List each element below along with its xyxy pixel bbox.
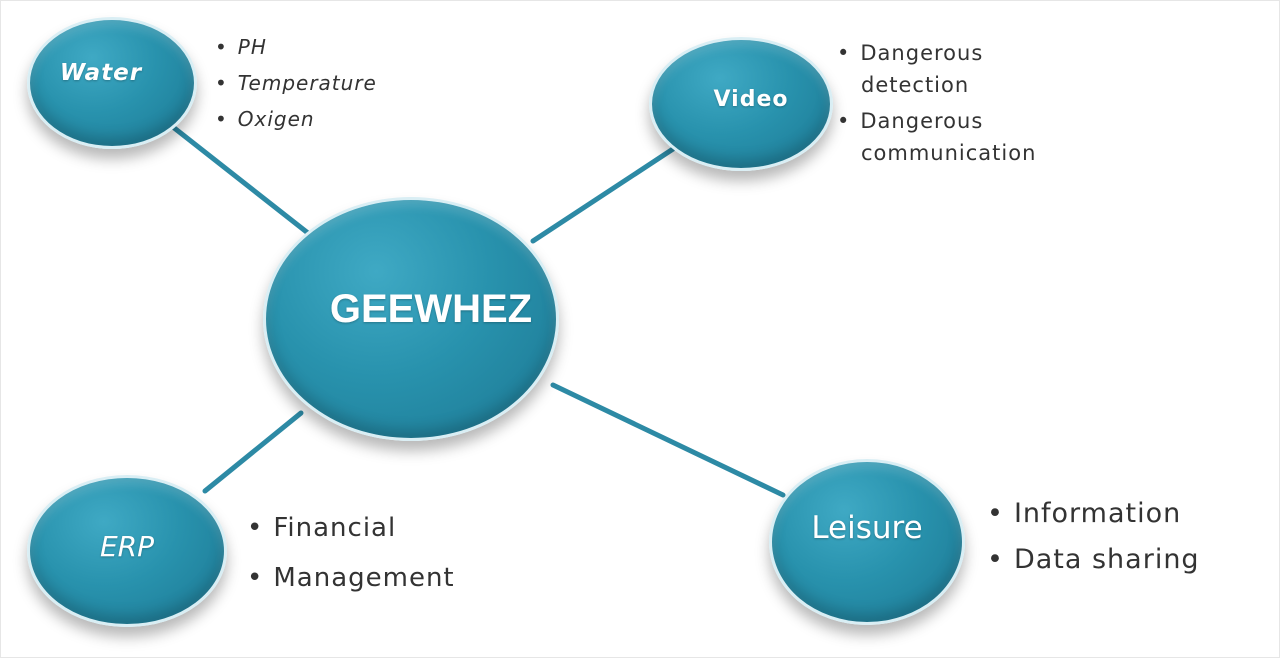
water-node: Water — [27, 17, 197, 149]
bullet-icon: • — [837, 41, 851, 65]
connector-erp — [202, 410, 304, 494]
bullet-icon: • — [215, 71, 228, 95]
bullet-icon: • — [987, 544, 1004, 575]
erp-node-label: ERP — [99, 529, 155, 563]
list-item: •Management — [247, 553, 455, 603]
video-bullet-list: •Dangerous detection •Dangerous communic… — [837, 37, 1036, 173]
bullet-icon: • — [247, 563, 264, 593]
center-node-label: GEEWHEZ — [329, 286, 533, 331]
list-item: •Dangerous communication — [837, 105, 1036, 169]
leisure-bullet-list: •Information •Data sharing — [987, 491, 1200, 583]
connector-water — [170, 124, 316, 240]
water-node-label: Water — [59, 60, 143, 86]
video-node-label: Video — [713, 86, 789, 112]
list-item: •Dangerous detection — [837, 37, 1036, 101]
bullet-icon: • — [987, 498, 1004, 529]
video-node: Video — [649, 37, 833, 171]
bullet-icon: • — [837, 109, 851, 133]
bullet-icon: • — [215, 35, 228, 59]
list-item: •Temperature — [215, 65, 377, 101]
list-item: •Data sharing — [987, 537, 1200, 583]
leisure-node-label: Leisure — [811, 510, 923, 546]
list-item: •Oxigen — [215, 101, 377, 137]
center-node: GEEWHEZ — [263, 197, 559, 441]
erp-node: ERP — [27, 475, 227, 627]
water-bullet-list: •PH •Temperature •Oxigen — [215, 29, 377, 137]
connector-video — [530, 146, 676, 244]
list-item: •PH — [215, 29, 377, 65]
bullet-icon: • — [215, 107, 228, 131]
list-item: •Financial — [247, 503, 455, 553]
connector-leisure — [550, 382, 786, 498]
bullet-icon: • — [247, 513, 264, 543]
leisure-node: Leisure — [769, 459, 965, 625]
erp-bullet-list: •Financial •Management — [247, 503, 455, 603]
list-item: •Information — [987, 491, 1200, 537]
